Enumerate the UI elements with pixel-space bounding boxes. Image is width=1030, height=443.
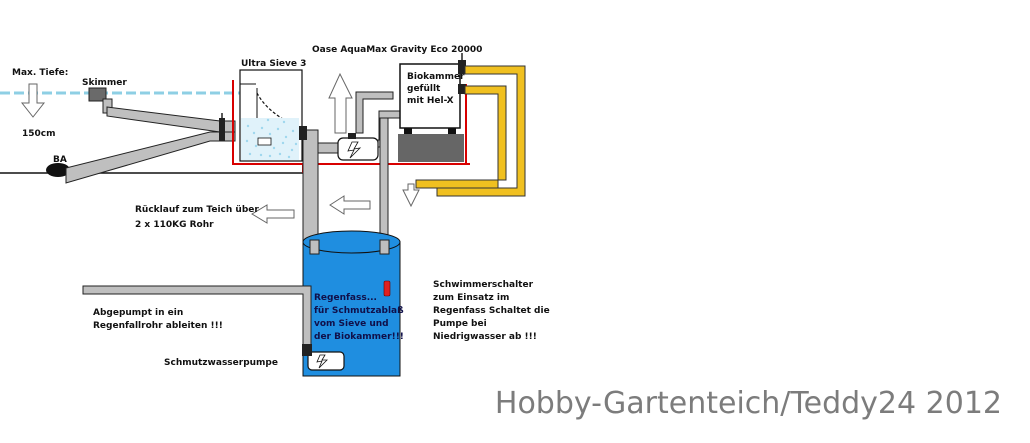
label-pump-model: Oase AquaMax Gravity Eco 20000 (312, 45, 482, 55)
watermark: Hobby-Gartenteich/Teddy24 2012 (495, 386, 1002, 421)
dirt-pump-lightning-icon (316, 354, 328, 369)
label-skimmer: Skimmer (82, 78, 127, 88)
return-pipe-yellow-2 (415, 85, 507, 189)
label-max-depth: Max. Tiefe: (12, 68, 68, 78)
biochamber-base (398, 134, 464, 162)
bottom-drain-pipe (65, 131, 236, 184)
biochamber-box (399, 63, 461, 129)
valve-upper (219, 118, 225, 130)
skimmer-pipe-line (106, 106, 236, 133)
label-float-2: zum Einsatz im (433, 293, 509, 303)
label-pumped-1: Abgepumpt in ein (93, 308, 183, 318)
biochamber-drain-pipe (379, 117, 389, 253)
rain-barrel-inlet-2 (379, 239, 390, 255)
biochamber-outlet-top (458, 60, 466, 74)
label-biokammer-1: Biokammer (407, 72, 465, 82)
label-return-1: Rücklauf zum Teich über (135, 205, 259, 215)
label-pumped-2: Regenfallrohr ableiten !!! (93, 321, 223, 331)
biochamber-leg-right (448, 128, 456, 134)
flow-arrow-down-icon (402, 183, 420, 208)
dirt-pump-connector (302, 344, 312, 356)
label-barrel-1: Regenfass... (314, 293, 377, 303)
flow-arrow-left-mid-icon (329, 195, 371, 215)
label-float-1: Schwimmerschalter (433, 280, 534, 290)
label-float-4: Pumpe bei (433, 319, 487, 329)
ultra-sieve-screen (256, 92, 295, 126)
float-switch (383, 280, 391, 297)
label-biokammer-2: gefüllt (407, 84, 441, 94)
label-dirt-pump: Schmutzwasserpumpe (164, 358, 278, 368)
label-biokammer-3: mit Hel-X (407, 96, 454, 106)
label-float-3: Regenfass Schaltet die (433, 306, 550, 316)
pump-riser-pipe (355, 91, 394, 134)
skimmer-box (88, 87, 107, 102)
pump-connector (348, 133, 356, 139)
biochamber-outlet-bottom (458, 84, 466, 94)
sieve-outlet-connector (317, 142, 341, 154)
sieve-drain-pipe (302, 129, 319, 253)
gravity-pump (337, 137, 379, 161)
label-float-5: Niedrigwasser ab !!! (433, 332, 537, 342)
label-barrel-3: vom Sieve und (314, 319, 389, 329)
flow-arrow-up-icon (328, 72, 353, 134)
label-ultra-sieve: Ultra Sieve 3 (241, 59, 306, 69)
ultra-sieve-drawer (257, 137, 272, 146)
rain-barrel-top (302, 230, 401, 254)
label-return-2: 2 x 110KG Rohr (135, 220, 214, 230)
valve-lower (219, 129, 225, 141)
rain-barrel-inlet-1 (309, 239, 320, 255)
label-ba: BA (53, 155, 67, 165)
biochamber-leg-left (404, 128, 412, 134)
label-barrel-4: der Biokammer!!! (314, 332, 404, 342)
sieve-drain-valve (299, 126, 307, 140)
flow-arrow-left-return-icon (251, 204, 295, 224)
depth-arrow-icon (20, 83, 46, 118)
label-depth-value: 150cm (22, 129, 56, 139)
bottom-drain (46, 163, 70, 177)
pump-lightning-icon (347, 141, 362, 159)
label-barrel-2: für Schmutzablaß (314, 306, 404, 316)
